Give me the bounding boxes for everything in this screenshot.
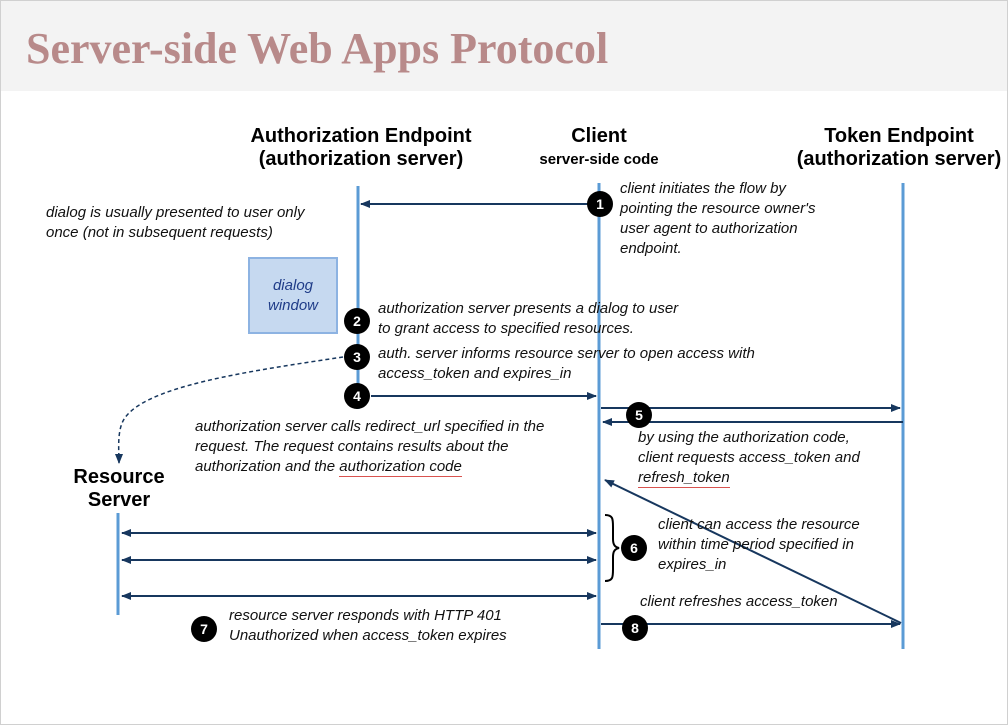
note-line: within time period specified in	[658, 536, 854, 553]
resource-server-subtitle: Server	[87, 489, 151, 511]
note-text: authorization and the	[195, 458, 340, 475]
title-bar: Server-side Web Apps Protocol	[1, 1, 1007, 91]
step-3-badge: 3	[344, 344, 370, 370]
auth-endpoint-title: Authorization Endpoint	[250, 125, 472, 147]
note-line: dialog is usually presented to user only	[46, 204, 305, 221]
step-5-badge: 5	[626, 402, 652, 428]
note-dialog-once: dialog is usually presented to user only…	[46, 203, 305, 243]
underlined-term: refresh_token	[638, 469, 730, 488]
client-header: Client server-side code	[519, 125, 679, 168]
step6-brace	[604, 514, 620, 582]
client-title: Client	[571, 125, 627, 147]
step-6-badge: 6	[621, 535, 647, 561]
note-step4: authorization server calls redirect_url …	[195, 417, 544, 477]
note-line: pointing the resource owner's	[620, 200, 816, 217]
auth-endpoint-header: Authorization Endpoint (authorization se…	[231, 125, 491, 171]
note-line: client requests access_token and	[638, 449, 860, 466]
note-line: by using the authorization code,	[638, 429, 850, 446]
note-step2: authorization server presents a dialog t…	[378, 299, 678, 339]
note-line: expires_in	[658, 556, 727, 573]
arrow-refresh-diagonal	[604, 479, 902, 624]
note-line: authorization server calls redirect_url …	[195, 418, 545, 435]
step-2-badge: 2	[344, 308, 370, 334]
note-step5: by using the authorization code, client …	[638, 428, 860, 488]
note-line: endpoint.	[620, 240, 682, 257]
note-line: client refreshes access_token	[640, 593, 838, 610]
note-line: request. The request contains results ab…	[195, 438, 509, 455]
token-endpoint-title: Token Endpoint	[824, 125, 974, 147]
dialog-window: dialog window	[248, 257, 338, 334]
note-step8: client refreshes access_token	[640, 592, 838, 612]
page-title: Server-side Web Apps Protocol	[26, 24, 609, 73]
auth-endpoint-subtitle: (authorization server)	[258, 148, 464, 170]
note-line: authorization server presents a dialog t…	[378, 300, 679, 317]
note-step3: auth. server informs resource server to …	[378, 344, 755, 384]
client-subtitle: server-side code	[539, 151, 659, 168]
token-endpoint-subtitle: (authorization server)	[796, 148, 1002, 170]
note-step6: client can access the resource within ti…	[658, 515, 860, 575]
note-line: access_token and expires_in	[378, 365, 572, 382]
note-line: refresh_token	[638, 468, 860, 488]
arrow-step3-dashed	[114, 356, 344, 464]
note-step7: resource server responds with HTTP 401 U…	[229, 606, 507, 646]
note-line: to grant access to specified resources.	[378, 320, 634, 337]
note-line: auth. server informs resource server to …	[378, 345, 755, 362]
dialog-window-line1: dialog	[272, 276, 314, 294]
step-7-badge: 7	[191, 616, 217, 642]
note-line: user agent to authorization	[620, 220, 798, 237]
resource-server-header: Resource Server	[59, 466, 179, 512]
step-1-badge: 1	[587, 191, 613, 217]
step-4-badge: 4	[344, 383, 370, 409]
dialog-window-line2: window	[267, 296, 319, 314]
token-endpoint-header: Token Endpoint (authorization server)	[781, 125, 1007, 171]
step-8-badge: 8	[622, 615, 648, 641]
underlined-term: authorization code	[339, 458, 462, 477]
note-line: client can access the resource	[658, 516, 860, 533]
note-line: once (not in subsequent requests)	[46, 224, 273, 241]
note-line: Unauthorized when access_token expires	[229, 627, 507, 644]
note-line: resource server responds with HTTP 401	[229, 607, 502, 624]
note-step1: client initiates the flow by pointing th…	[620, 179, 815, 259]
note-line: authorization and the authorization code	[195, 457, 544, 477]
note-line: client initiates the flow by	[620, 180, 786, 197]
resource-server-title: Resource	[73, 466, 165, 488]
